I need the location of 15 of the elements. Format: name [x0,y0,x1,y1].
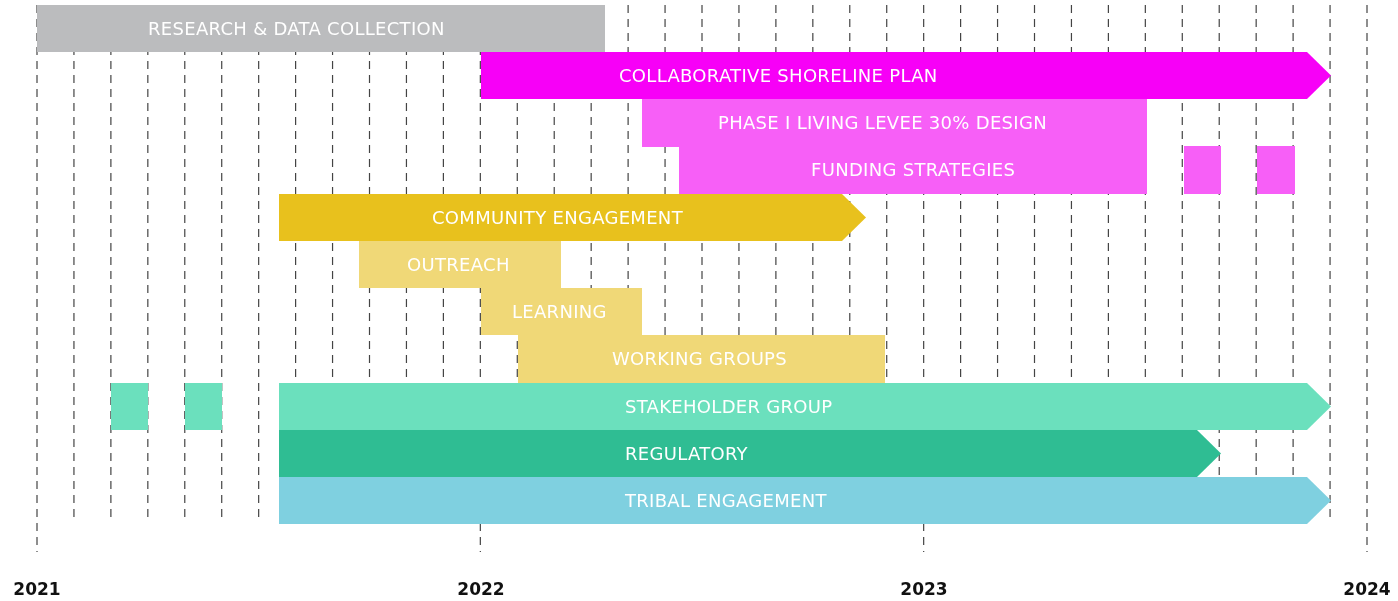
bar-label: STAKEHOLDER GROUP [625,396,833,417]
year-label: 2022 [457,579,505,599]
bar-label: LEARNING [512,301,607,322]
bar-label: TRIBAL ENGAGEMENT [625,490,827,511]
bar-label: RESEARCH & DATA COLLECTION [148,18,445,39]
bar-label: FUNDING STRATEGIES [811,160,1016,180]
bar-label: WORKING GROUPS [612,349,787,369]
bar-label: REGULATORY [625,443,748,464]
year-label: 2021 [13,579,61,599]
year-label: 2023 [900,579,948,599]
year-label: 2024 [1343,579,1391,599]
bar-label: COLLABORATIVE SHORELINE PLAN [619,65,938,86]
bar-label: COMMUNITY ENGAGEMENT [432,207,683,228]
bar-label: PHASE I LIVING LEVEE 30% DESIGN [718,113,1047,133]
bar-label: OUTREACH [407,254,510,275]
